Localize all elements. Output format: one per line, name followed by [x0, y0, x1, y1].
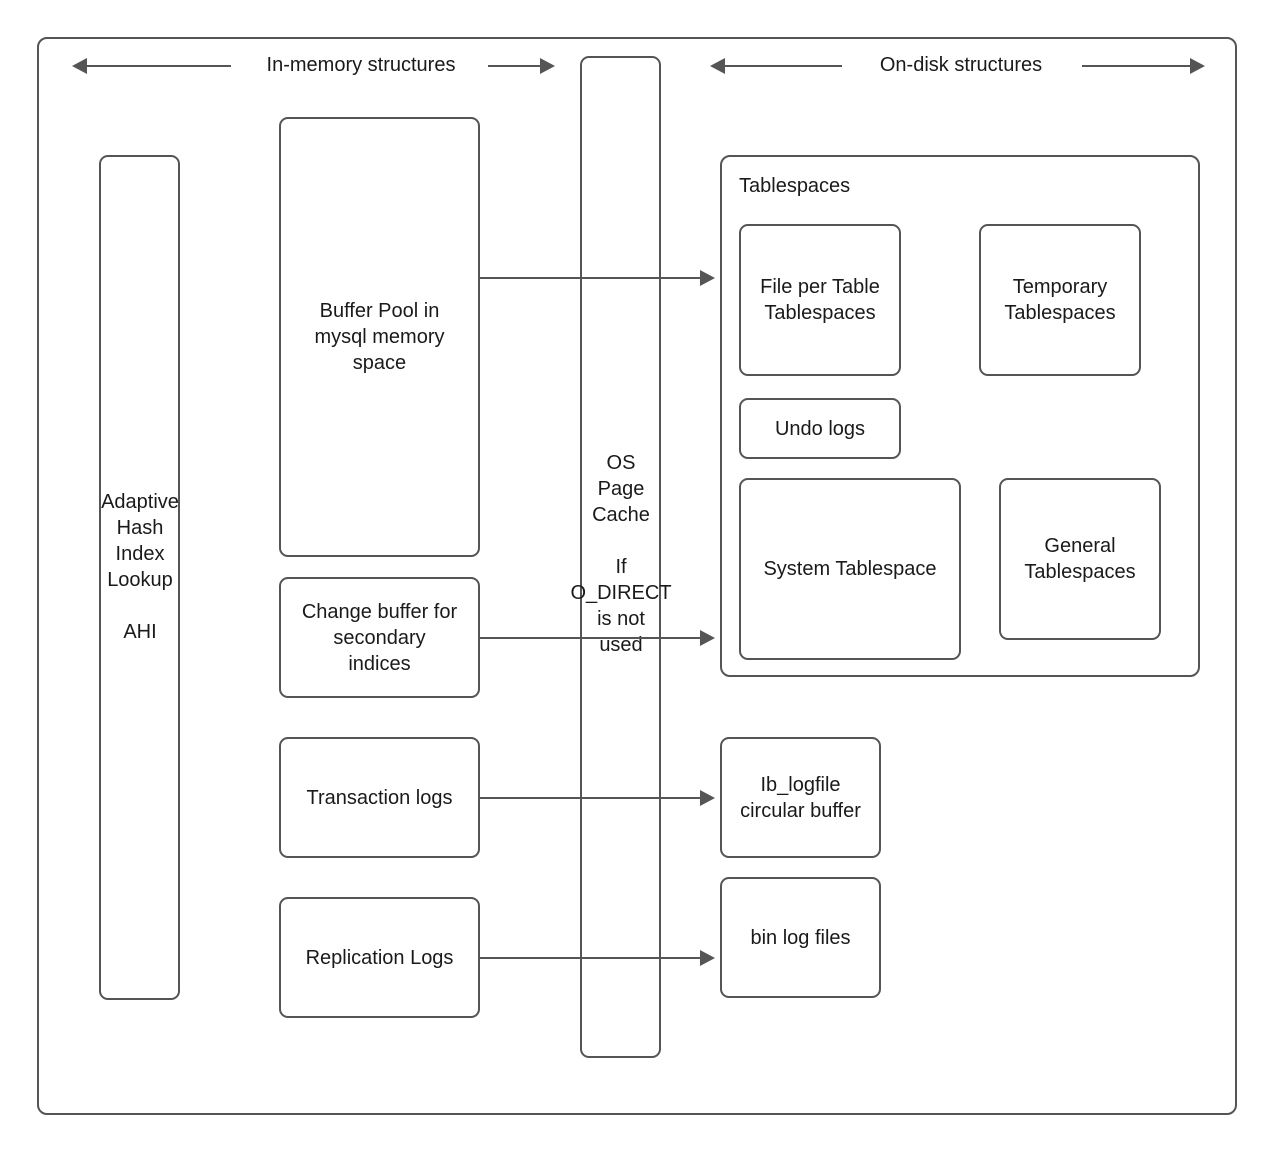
general-tablespaces-line-2: Tablespaces	[1024, 561, 1136, 583]
ib-logfile-line-2: circular buffer	[740, 799, 861, 822]
connector-buffer-pool-to-file-per-table	[480, 277, 704, 279]
transaction-logs-box[interactable]: Transaction logs	[279, 737, 480, 858]
bin-log-files-box[interactable]: bin log files	[720, 877, 881, 998]
change-buffer-line-3: indices	[348, 652, 411, 675]
connector-change-buffer-arrowhead	[700, 630, 715, 646]
connector-buffer-pool-arrowhead	[700, 270, 715, 286]
buffer-pool-line-2: mysql memory	[314, 326, 445, 348]
bin-log-files-label: bin log files	[750, 926, 851, 949]
adaptive-hash-index-box[interactable]	[99, 155, 180, 1000]
on-disk-arrow-left-head	[710, 58, 725, 74]
on-disk-arrow-left-line	[724, 65, 842, 67]
ib-logfile-label: Ib_logfile circular buffer	[740, 772, 861, 824]
change-buffer-line-1: Change buffer for	[301, 600, 458, 623]
change-buffer-label: Change buffer for secondary indices	[302, 599, 457, 677]
temporary-tablespaces-box[interactable]: Temporary Tablespaces	[979, 224, 1141, 376]
header-in-memory-structures: In-memory structures	[266, 54, 456, 76]
in-memory-arrow-right-head	[540, 58, 555, 74]
file-per-table-label: File per Table Tablespaces	[760, 274, 880, 326]
connector-transaction-logs-arrowhead	[700, 790, 715, 806]
change-buffer-line-2: secondary	[333, 626, 426, 649]
general-tablespaces-line-1: General	[1044, 535, 1116, 557]
in-memory-arrow-left-line	[86, 65, 231, 67]
connector-replication-logs-to-bin-log-files	[480, 957, 704, 959]
header-on-disk-structures: On-disk structures	[879, 54, 1043, 76]
buffer-pool-line-1: Buffer Pool in	[319, 300, 440, 322]
connector-transaction-logs-to-ib-logfile	[480, 797, 704, 799]
buffer-pool-label: Buffer Pool in mysql memory space	[314, 298, 444, 376]
ib-logfile-box[interactable]: Ib_logfile circular buffer	[720, 737, 881, 858]
system-tablespace-label: System Tablespace	[763, 558, 937, 580]
ib-logfile-line-1: Ib_logfile	[760, 773, 841, 796]
buffer-pool-box[interactable]: Buffer Pool in mysql memory space	[279, 117, 480, 557]
temporary-tablespaces-line-2: Tablespaces	[1004, 302, 1116, 324]
tablespaces-group-label: Tablespaces	[739, 175, 851, 197]
in-memory-arrow-right-line	[488, 65, 551, 67]
os-page-cache-box[interactable]	[580, 56, 661, 1058]
general-tablespaces-box[interactable]: General Tablespaces	[999, 478, 1161, 640]
change-buffer-box[interactable]: Change buffer for secondary indices	[279, 577, 480, 698]
general-tablespaces-label: General Tablespaces	[1024, 533, 1135, 585]
transaction-logs-label: Transaction logs	[306, 786, 453, 809]
tablespaces-group	[720, 155, 1200, 677]
outer-frame	[37, 37, 1237, 1115]
connector-change-buffer-to-system-tablespace	[480, 637, 704, 639]
undo-logs-box[interactable]: Undo logs	[739, 398, 901, 459]
file-per-table-tablespaces-box[interactable]: File per Table Tablespaces	[739, 224, 901, 376]
buffer-pool-line-3: space	[352, 352, 407, 374]
on-disk-arrow-right-line	[1082, 65, 1200, 67]
file-per-table-line-2: Tablespaces	[764, 302, 876, 324]
replication-logs-box[interactable]: Replication Logs	[279, 897, 480, 1018]
temporary-tablespaces-label: Temporary Tablespaces	[1004, 274, 1115, 326]
file-per-table-line-1: File per Table	[760, 276, 880, 298]
in-memory-arrow-left-head	[72, 58, 87, 74]
replication-logs-label: Replication Logs	[305, 946, 454, 969]
on-disk-arrow-right-head	[1190, 58, 1205, 74]
system-tablespace-box[interactable]: System Tablespace	[739, 478, 961, 660]
temporary-tablespaces-line-1: Temporary	[1012, 276, 1108, 298]
undo-logs-label: Undo logs	[774, 417, 866, 440]
connector-replication-logs-arrowhead	[700, 950, 715, 966]
